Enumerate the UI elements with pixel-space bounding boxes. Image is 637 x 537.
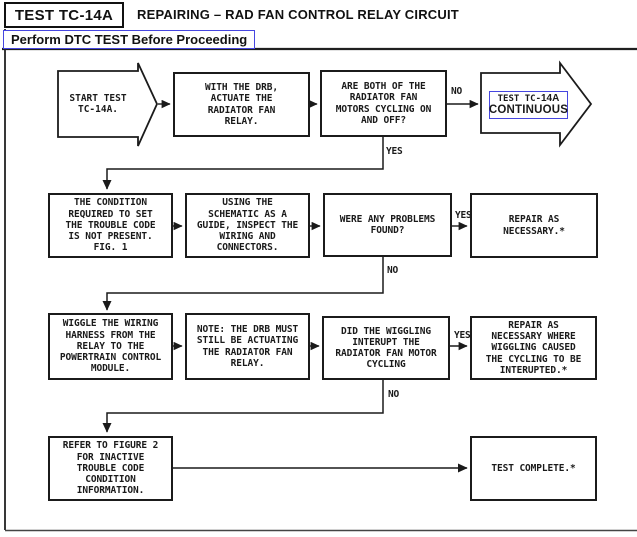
node-inspect-wiring: USING THE SCHEMATIC AS A GUIDE, INSPECT …	[185, 193, 310, 258]
banner-label: Perform DTC TEST Before Proceeding	[11, 32, 248, 47]
continuous-link-line1: TEST TC-14A	[497, 92, 560, 104]
node-refer-figure2: REFER TO FIGURE 2 FOR INACTIVE TROUBLE C…	[48, 436, 173, 501]
node-start-test: START TEST TC-14A.	[69, 92, 127, 115]
node-repair-as-necessary: REPAIR AS NECESSARY.*	[470, 193, 598, 258]
page-title: REPAIRING – RAD FAN CONTROL RELAY CIRCUI…	[137, 7, 459, 22]
test-tc14a-continuous-link[interactable]: TEST TC-14A CONTINUOUS	[489, 91, 568, 119]
test-id-box: TEST TC-14A	[4, 2, 124, 28]
node-repair-where-interrupted: REPAIR AS NECESSARY WHERE WIGGLING CAUSE…	[470, 316, 597, 380]
node-wiggle-harness: WIGGLE THE WIRING HARNESS FROM THE RELAY…	[48, 313, 173, 380]
continuous-link-line2: CONTINUOUS	[488, 104, 569, 117]
edge-label-no-row1: NO	[451, 86, 463, 97]
note-text: THE DRB MUST STILL BE ACTUATING THE RADI…	[196, 324, 299, 369]
node-test-complete: TEST COMPLETE.*	[470, 436, 597, 501]
test-id-label: TEST TC-14A	[14, 6, 114, 24]
node-condition-not-present: THE CONDITION REQUIRED TO SET THE TROUBL…	[48, 193, 173, 258]
edge-label-no-row3: NO	[388, 389, 400, 400]
perform-dtc-test-link[interactable]: Perform DTC TEST Before Proceeding	[3, 30, 256, 49]
node-motors-cycling-question: ARE BOTH OF THE RADIATOR FAN MOTORS CYCL…	[320, 70, 447, 137]
node-problems-found-question: WERE ANY PROBLEMS FOUND?	[323, 193, 452, 257]
note-label: NOTE:	[196, 324, 226, 336]
node-note-drb-actuating: NOTE: THE DRB MUST STILL BE ACTUATING TH…	[185, 313, 310, 380]
edge-label-no-row2: NO	[387, 265, 399, 276]
node-actuate-relay: WITH THE DRB, ACTUATE THE RADIATOR FAN R…	[173, 72, 310, 137]
node-wiggling-interrupt-question: DID THE WIGGLING INTERUPT THE RADIATOR F…	[322, 316, 450, 380]
edge-label-yes-row2: YES	[455, 210, 472, 221]
edge-label-yes-row3: YES	[454, 330, 471, 341]
edge-label-yes-row1: YES	[386, 146, 403, 157]
